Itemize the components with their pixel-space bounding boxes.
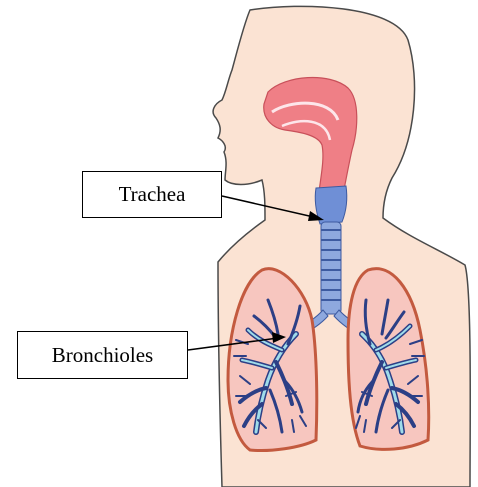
bronchioles-label: Bronchioles — [17, 331, 188, 379]
trachea-label: Trachea — [82, 171, 222, 218]
trachea — [321, 222, 341, 314]
